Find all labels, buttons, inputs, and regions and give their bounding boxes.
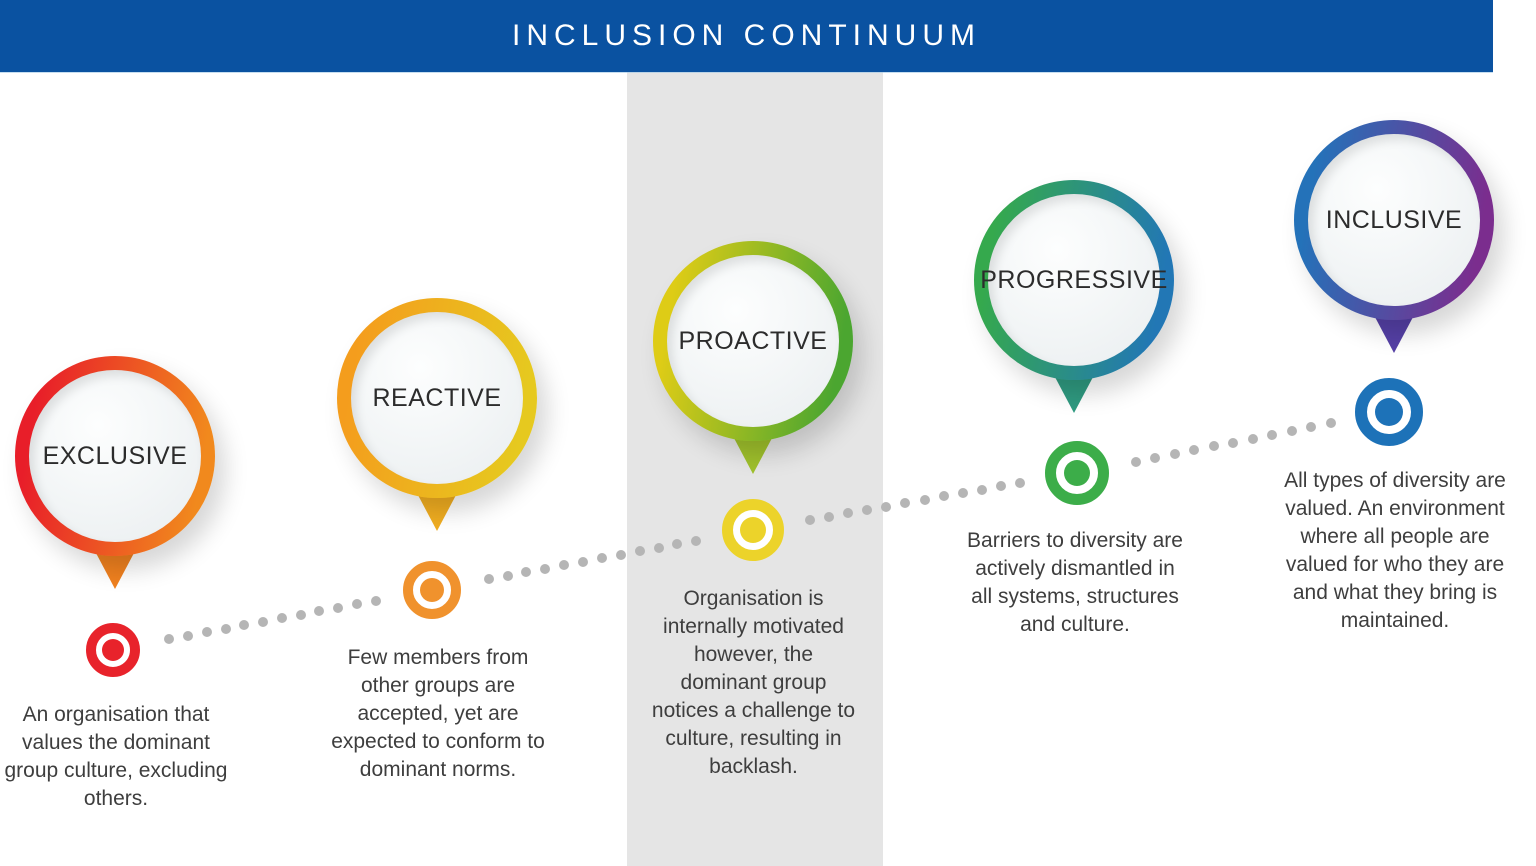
path-dot <box>862 504 873 515</box>
header-bar: INCLUSION CONTINUUM <box>0 0 1493 72</box>
path-dot <box>634 546 645 557</box>
target-icon-exclusive <box>86 623 140 677</box>
target-center-dot <box>420 578 444 602</box>
path-dot <box>1169 448 1180 459</box>
path-dot <box>938 491 949 502</box>
stage-badge-progressive: PROGRESSIVE <box>974 180 1174 420</box>
target-center-dot <box>1375 398 1403 426</box>
target-icon-inclusive <box>1355 378 1423 446</box>
path-dot <box>824 511 835 522</box>
path-dot <box>559 560 570 571</box>
gradient-ring: PROACTIVE <box>653 241 853 441</box>
stage-description-exclusive: An organisation that values the dominant… <box>4 703 228 810</box>
badge-face: REACTIVE <box>351 312 523 484</box>
path-dot <box>1189 445 1199 456</box>
stage-description-proactive: Organisation is internally motivated how… <box>651 587 856 778</box>
path-dot <box>239 620 250 631</box>
path-dot <box>995 481 1006 492</box>
target-icon-reactive <box>403 561 461 619</box>
path-dot <box>919 494 930 505</box>
stage-description-progressive: Barriers to diversity are actively disma… <box>967 529 1183 636</box>
gradient-ring: INCLUSIVE <box>1294 120 1494 320</box>
target-icon-proactive <box>722 499 784 561</box>
path-dot <box>653 542 664 553</box>
path-dot <box>370 595 381 606</box>
path-dot <box>333 602 344 613</box>
path-dot <box>502 570 513 581</box>
stage-description-reactive: Few members from other groups are accept… <box>331 646 545 781</box>
path-dot <box>1247 433 1258 444</box>
path-dot <box>483 574 494 585</box>
stage-label: REACTIVE <box>372 383 502 412</box>
badge-face: INCLUSIVE <box>1308 134 1480 306</box>
path-dot <box>1286 426 1297 437</box>
badge-face: PROGRESSIVE <box>980 194 1167 366</box>
path-dot <box>881 501 892 512</box>
path-dot <box>1150 452 1160 463</box>
stage-badge-inclusive: INCLUSIVE <box>1294 120 1494 360</box>
path-dot <box>164 634 175 645</box>
path-dot <box>1325 418 1336 429</box>
path-dot <box>1228 437 1238 448</box>
target-center-dot <box>740 517 766 543</box>
stage-badge-exclusive: EXCLUSIVE <box>15 356 215 596</box>
path-dot <box>314 606 325 617</box>
path-dot <box>521 567 532 578</box>
path-dot <box>578 556 589 567</box>
path-dot <box>183 630 194 641</box>
stage-badge-reactive: REACTIVE <box>337 298 537 538</box>
path-dot <box>1130 456 1141 467</box>
path-dot <box>1267 429 1277 440</box>
path-dot <box>1306 422 1316 433</box>
path-dot <box>1014 478 1025 489</box>
stage-label: PROACTIVE <box>678 326 828 355</box>
path-dot <box>351 599 362 610</box>
path-dot <box>900 498 911 509</box>
path-dot <box>957 488 968 499</box>
badge-face: PROACTIVE <box>667 255 839 427</box>
path-dot <box>295 609 306 620</box>
badge-face: EXCLUSIVE <box>29 370 201 542</box>
path-dot <box>615 549 626 560</box>
path-dot <box>672 539 683 550</box>
gradient-ring: PROGRESSIVE <box>974 180 1174 380</box>
stage-badge-proactive: PROACTIVE <box>653 241 853 481</box>
path-dot <box>220 623 231 634</box>
path-dot <box>258 616 269 627</box>
stage-label: EXCLUSIVE <box>42 441 188 470</box>
stage-description-inclusive: All types of diversity are valued. An en… <box>1284 469 1506 632</box>
stage-label: INCLUSIVE <box>1325 205 1463 234</box>
gradient-ring: EXCLUSIVE <box>15 356 215 556</box>
path-dot <box>540 563 551 574</box>
path-dot <box>276 613 287 624</box>
target-center-dot <box>102 639 124 661</box>
target-icon-progressive <box>1045 441 1109 505</box>
path-dot <box>976 484 987 495</box>
path-dot <box>805 514 816 525</box>
gradient-ring: REACTIVE <box>337 298 537 498</box>
path-dot <box>596 553 607 564</box>
target-center-dot <box>1064 460 1090 486</box>
path-dot <box>1208 441 1219 452</box>
path-dot <box>843 508 854 519</box>
page-title: INCLUSION CONTINUUM <box>511 19 981 52</box>
stage-label: PROGRESSIVE <box>980 265 1168 294</box>
path-dot <box>201 627 212 638</box>
path-dot <box>691 535 702 546</box>
